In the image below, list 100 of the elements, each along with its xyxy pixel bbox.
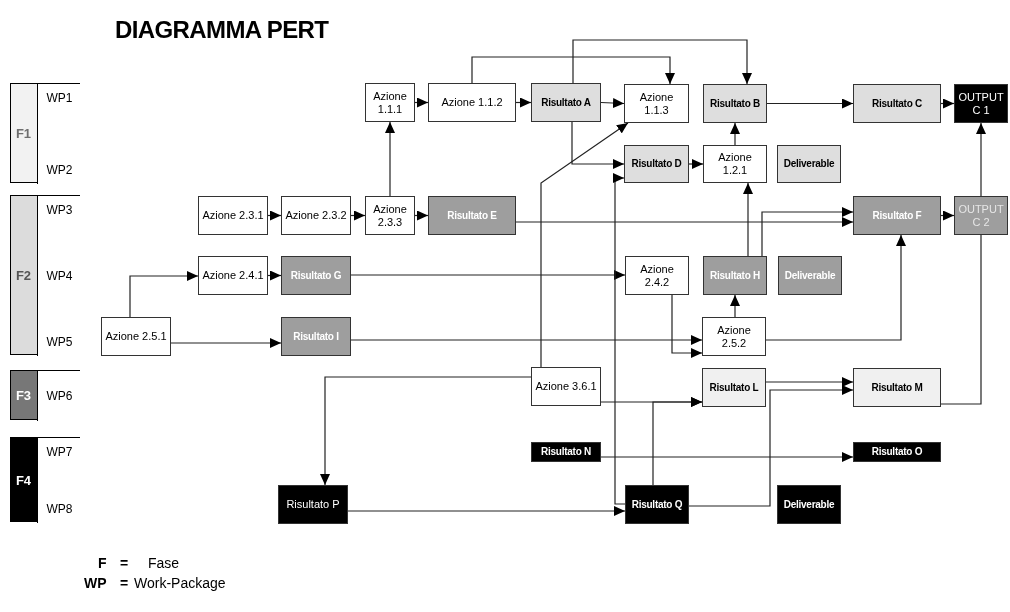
node-label: Risultato D	[631, 158, 682, 170]
task-box	[198, 196, 268, 235]
legend-text: Work-Package	[134, 576, 226, 590]
arrow	[613, 173, 626, 505]
arrow	[761, 207, 854, 257]
task-box	[198, 256, 268, 295]
task-box	[853, 84, 941, 123]
node-label: Azione 2.4.2	[639, 262, 675, 289]
task-box	[281, 196, 351, 235]
node-label: Azione 2.3.2	[285, 209, 347, 222]
node-label: Azione 3.6.1	[535, 380, 597, 393]
arrow	[976, 122, 986, 197]
node-label: Azione 1.2.1	[717, 151, 753, 177]
arrow	[350, 210, 366, 221]
arrow	[940, 98, 955, 109]
work-package-label: WP4	[46, 270, 73, 282]
task-box	[281, 317, 351, 356]
node-label: Risultato B	[710, 97, 760, 110]
node-label: OUTPUT C 1	[957, 90, 1005, 117]
arrow	[571, 121, 625, 169]
node-label: Azione 1.1.1	[372, 89, 408, 116]
task-box	[281, 256, 351, 295]
node-label: OUTPUT C 2	[957, 202, 1005, 229]
arrow	[350, 270, 626, 280]
work-package-label: WP3	[46, 204, 73, 216]
work-package-label: WP8	[46, 503, 73, 515]
node-label: Risultato L	[709, 381, 759, 394]
arrow	[385, 121, 395, 197]
work-package-label: WP7	[46, 446, 73, 458]
node-label: Risultato H	[710, 269, 760, 282]
task-box	[778, 256, 842, 295]
node-label: Azione 2.3.1	[202, 209, 264, 222]
legend-text: F	[98, 556, 107, 570]
work-package-label: WP5	[46, 336, 73, 348]
task-box	[365, 83, 415, 122]
node-label: Risultato P	[286, 498, 340, 511]
arrow	[766, 98, 854, 109]
task-box	[428, 83, 516, 122]
task-box	[703, 256, 767, 295]
arrow	[688, 159, 704, 169]
task-box	[278, 485, 348, 524]
task-box	[702, 317, 766, 356]
diagram-title: DIAGRAMMA PERT	[115, 15, 329, 45]
task-box	[531, 83, 601, 122]
arrow	[471, 56, 675, 85]
arrow	[414, 97, 429, 108]
legend-text: =	[120, 556, 129, 570]
node-label: Deliverable	[784, 269, 836, 282]
phase-label: F2	[14, 269, 33, 282]
arrow	[743, 182, 753, 257]
task-box	[101, 317, 171, 356]
arrow	[540, 122, 629, 368]
node-label: Deliverable	[783, 498, 835, 511]
node-label: Risultato N	[541, 446, 591, 458]
arrow	[765, 377, 854, 387]
node-label: Azione 2.3.3	[372, 202, 408, 229]
arrow	[940, 210, 955, 221]
task-box	[365, 196, 415, 235]
work-package-label: WP2	[46, 164, 73, 176]
task-box	[853, 442, 941, 462]
node-label: Risultato E	[447, 209, 497, 222]
arrow	[515, 217, 854, 227]
node-label: Azione 1.1.2	[441, 96, 503, 109]
arrow	[129, 271, 199, 318]
task-box	[625, 485, 689, 524]
phase-label: F3	[14, 389, 33, 402]
arrow	[600, 98, 625, 108]
node-label: Risultato Q	[631, 498, 683, 511]
legend-text: Fase	[148, 556, 180, 570]
task-box	[625, 256, 689, 295]
task-box	[531, 442, 601, 462]
task-box	[777, 145, 841, 183]
task-box	[624, 145, 689, 183]
task-box	[702, 368, 766, 407]
task-box	[777, 485, 841, 524]
node-label: Azione 2.4.1	[202, 269, 264, 282]
node-label: Risultato C	[872, 97, 922, 110]
arrow	[350, 335, 703, 345]
arrow	[730, 294, 740, 318]
task-box	[428, 196, 516, 235]
task-box	[703, 84, 767, 123]
node-label: Azione 1.1.3	[638, 90, 675, 117]
arrow	[688, 385, 854, 507]
arrow	[730, 122, 740, 146]
node-label: Risultato G	[290, 269, 342, 282]
task-box	[954, 196, 1008, 235]
task-box	[531, 367, 601, 406]
task-box	[853, 196, 941, 235]
work-package-label: WP6	[46, 390, 73, 402]
arrow	[515, 97, 532, 108]
phase-label: F1	[14, 127, 33, 140]
arrow	[267, 270, 282, 281]
arrow	[600, 452, 854, 462]
arrow	[320, 376, 532, 486]
task-box	[703, 145, 767, 183]
task-box	[954, 84, 1008, 123]
phase-label: F4	[14, 473, 33, 487]
arrow	[267, 210, 282, 221]
node-label: Azione 2.5.1	[105, 330, 167, 343]
arrow	[652, 397, 703, 486]
